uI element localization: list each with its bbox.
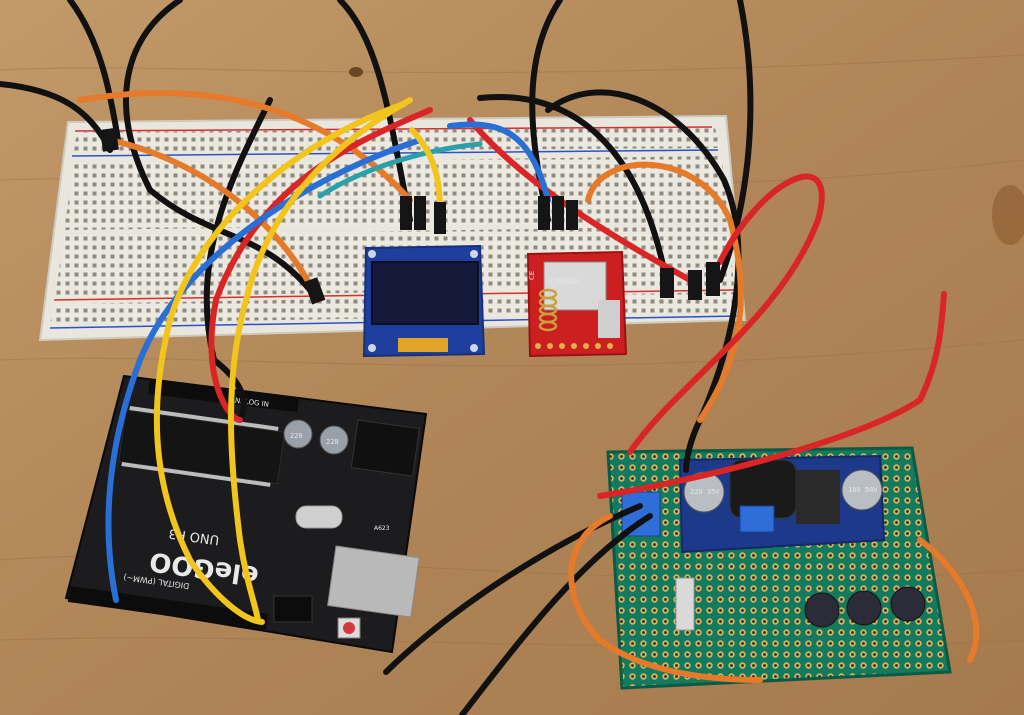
- wire-orange: [107, 137, 321, 303]
- wire-black: [67, 0, 121, 143]
- oled-ribbon: [398, 338, 448, 352]
- arduino-power-jack: [350, 419, 420, 477]
- wire-orange: [77, 90, 413, 203]
- wire-black: [477, 94, 671, 293]
- gsm-sim-socket: [543, 261, 607, 311]
- buck-converter-module: 220 35V 100 50V: [678, 454, 886, 554]
- wood-knot: [992, 185, 1024, 245]
- wood-knot: [349, 67, 363, 77]
- arduino-usb-port: [327, 545, 420, 618]
- arduino-crystal: [295, 505, 343, 529]
- wire-black: [459, 513, 653, 715]
- gsm-ce-label: CE: [528, 271, 536, 280]
- wire-orange: [585, 161, 744, 423]
- buck-ic: [796, 470, 840, 524]
- wire-blue: [447, 121, 551, 203]
- buck-capacitor-left: 220 35V: [683, 471, 725, 513]
- wire-teal: [317, 141, 483, 199]
- wire-red: [467, 117, 693, 283]
- perfboard-resistor: [675, 577, 695, 631]
- oled-screen: [371, 261, 479, 325]
- jumper-connectors: [100, 127, 720, 305]
- wire-yellow: [228, 97, 413, 623]
- wire-yellow: [153, 101, 407, 625]
- wire-blue: [105, 137, 423, 603]
- oled-display-module: [362, 244, 486, 358]
- arduino-icsp-header: [273, 595, 313, 623]
- arduino-capacitor: 220: [319, 425, 349, 455]
- gsm-spring-antenna: [538, 288, 558, 332]
- buck-capacitor-right: 100 50V: [841, 469, 883, 511]
- wire-black: [383, 503, 643, 675]
- gsm-module: SIM800L CE: [526, 250, 628, 358]
- svg-text:220: 220: [290, 432, 303, 440]
- jumper-wires: [0, 0, 980, 715]
- wire-black: [337, 0, 413, 223]
- perfboard-capacitors: [804, 586, 926, 628]
- wire-red: [627, 173, 825, 455]
- wire-red: [597, 291, 947, 499]
- wire-red: [208, 107, 433, 423]
- svg-text:100 50V: 100 50V: [848, 486, 878, 494]
- svg-text:220 35V: 220 35V: [690, 488, 720, 496]
- arduino-smd-label: A623: [374, 525, 390, 532]
- perfboard: 220 35V 100 50V: [606, 446, 952, 690]
- wire-orange: [917, 537, 980, 663]
- gsm-chip-label: SIM800L: [548, 277, 582, 286]
- wire-black: [203, 97, 273, 423]
- buck-trimpot: [739, 505, 775, 533]
- svg-text:220: 220: [326, 438, 339, 446]
- arduino-capacitor: 220: [283, 419, 313, 449]
- wire-orange: [568, 513, 763, 683]
